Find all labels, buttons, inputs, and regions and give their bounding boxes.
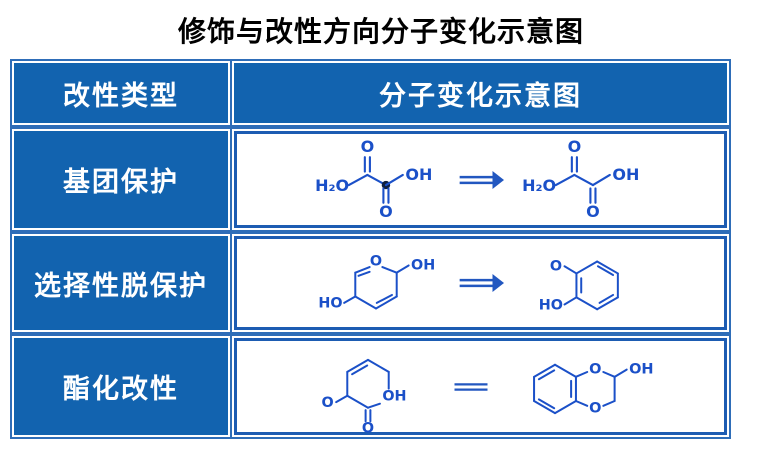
atom-label-o: O	[321, 394, 333, 410]
atom-label-o: O	[379, 202, 393, 221]
atom-label-o: O	[549, 258, 561, 274]
molecule-oxalic-acid-marked-icon: H₂O O OH O	[315, 137, 432, 221]
row-label-selective-deprotection: 选择性脱保护	[10, 232, 232, 334]
page: 修饰与改性方向分子变化示意图 改性类型 分子变化示意图 基团保护 H₂O O	[0, 10, 762, 439]
atom-label-ho: HO	[318, 296, 342, 312]
equals-sign-icon	[454, 382, 487, 391]
header-cell-molecular-diagram: 分子变化示意图	[230, 59, 731, 127]
row-label-text: 基团保护	[63, 167, 179, 198]
atom-label-ho: HO	[538, 297, 562, 313]
atom-label-oh: OH	[612, 165, 639, 184]
atom-label-oh: OH	[382, 388, 406, 404]
modification-table: 改性类型 分子变化示意图 基团保护 H₂O O OH O	[10, 59, 731, 439]
atom-label-o: O	[586, 202, 600, 221]
atom-label-o: O	[567, 137, 581, 156]
atom-label-o: O	[589, 362, 601, 378]
atom-label-oh: OH	[411, 257, 435, 273]
header-cell-modification-type: 改性类型	[10, 59, 232, 127]
atom-label-ring-o: O	[369, 253, 381, 269]
row-label-esterification: 酯化改性	[10, 334, 232, 439]
molecule-benzodioxine-ol-icon: O OH O	[532, 362, 653, 416]
row-diagram-group-protection: H₂O O OH O H₂O	[230, 127, 731, 232]
atom-label-oh: OH	[405, 165, 432, 184]
row-label-group-protection: 基团保护	[10, 127, 232, 232]
page-title: 修饰与改性方向分子变化示意图	[177, 15, 584, 48]
row-diagram-esterification: OH O O	[230, 334, 731, 439]
atom-label-o: O	[361, 420, 373, 434]
atom-label-h2o: H₂O	[522, 175, 556, 194]
atom-label-oh: OH	[629, 362, 653, 378]
header-label: 分子变化示意图	[379, 80, 582, 112]
molecule-lactone-icon: OH O O	[321, 358, 406, 434]
row-diagram-selective-deprotection: O OH HO	[230, 232, 731, 334]
atom-label-o: O	[360, 137, 374, 156]
double-arrow-icon	[459, 170, 504, 189]
atom-label-h2o: H₂O	[315, 175, 349, 194]
molecule-pyran-diol-icon: O OH HO	[318, 253, 435, 312]
header-label: 改性类型	[63, 80, 179, 112]
atom-label-o: O	[589, 400, 601, 416]
molecule-benzene-diol-icon: O HO	[538, 258, 619, 313]
row-label-text: 酯化改性	[63, 374, 179, 405]
molecule-oxalic-acid-icon: H₂O O OH O	[522, 137, 639, 221]
double-arrow-icon	[459, 273, 504, 293]
row-label-text: 选择性脱保护	[34, 270, 208, 302]
